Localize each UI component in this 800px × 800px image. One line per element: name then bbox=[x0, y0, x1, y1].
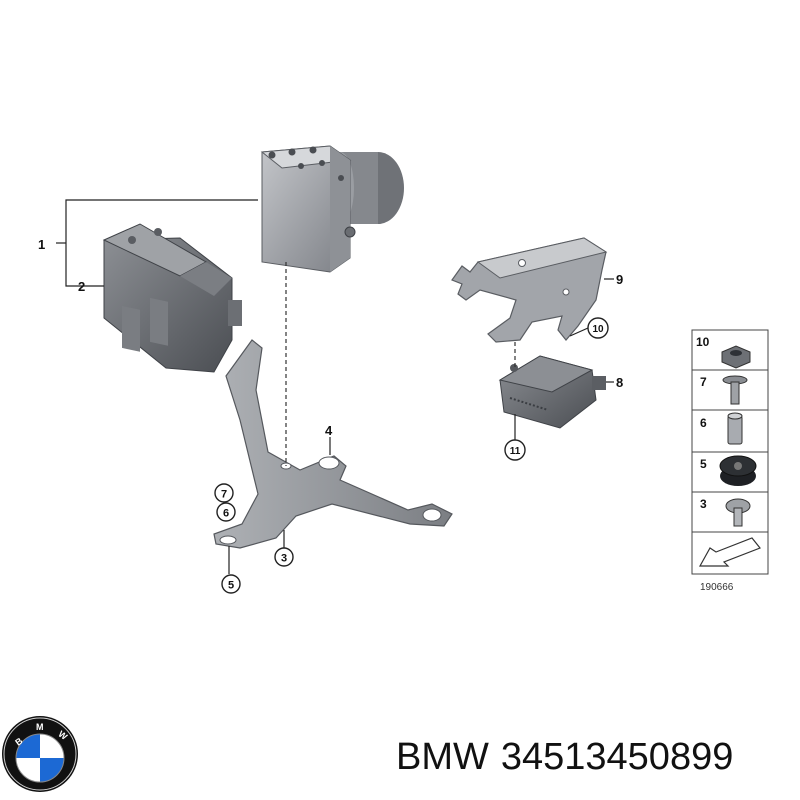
callout-6: 6 bbox=[223, 508, 229, 520]
callout-9: 9 bbox=[616, 272, 623, 287]
legend-label-10: 10 bbox=[696, 335, 710, 349]
callout-10: 10 bbox=[592, 324, 604, 335]
callout-2: 2 bbox=[78, 279, 85, 294]
rubber-mount-icon bbox=[719, 455, 757, 486]
legend-label-5: 5 bbox=[700, 457, 707, 471]
brand-name: BMW bbox=[396, 736, 489, 778]
diagram-id: 190666 bbox=[700, 582, 734, 593]
yaw-rate-sensor bbox=[498, 355, 606, 429]
hardware-legend: 10 7 6 5 3 190666 bbox=[691, 329, 769, 593]
part-number: 34513450899 bbox=[500, 736, 734, 778]
bmw-logo-icon: B M W bbox=[2, 716, 78, 792]
callout-7: 7 bbox=[221, 489, 227, 501]
abs-hydraulic-unit bbox=[260, 145, 404, 273]
callout-1: 1 bbox=[38, 237, 45, 252]
part-number-line: BMW 34513450899 bbox=[396, 736, 796, 792]
callout-4: 4 bbox=[325, 423, 333, 438]
abs-control-module bbox=[102, 223, 242, 373]
legend-label-3: 3 bbox=[700, 497, 707, 511]
legend-label-6: 6 bbox=[700, 416, 707, 430]
nut-icon bbox=[721, 345, 751, 369]
screw-icon bbox=[725, 498, 751, 527]
svg-text:B: B bbox=[13, 735, 25, 747]
callout-11: 11 bbox=[510, 446, 521, 457]
sensor-bracket bbox=[451, 237, 608, 343]
callout-5: 5 bbox=[228, 580, 234, 592]
mounting-bracket bbox=[213, 339, 453, 549]
callouts: 1 2 4 7 6 5 3 9 10 8 11 bbox=[38, 199, 623, 594]
bolt-icon bbox=[722, 375, 748, 405]
direction-arrow-icon bbox=[698, 537, 761, 567]
legend-label-7: 7 bbox=[700, 375, 707, 389]
callout-3: 3 bbox=[281, 553, 287, 565]
svg-text:M: M bbox=[36, 722, 44, 732]
callout-8: 8 bbox=[616, 375, 623, 390]
sleeve-icon bbox=[727, 412, 743, 445]
